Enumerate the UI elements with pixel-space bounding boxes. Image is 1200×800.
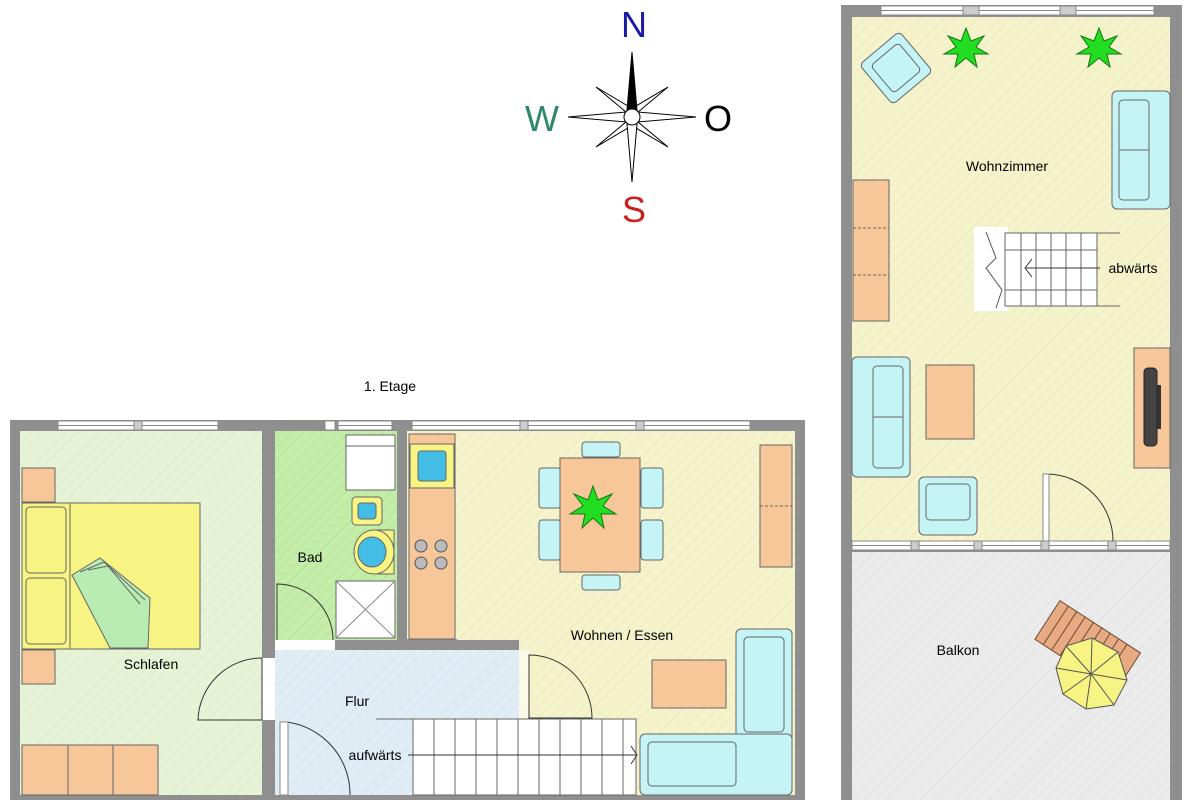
bed <box>21 467 201 685</box>
label-schlafen: Schlafen <box>124 656 178 672</box>
dining-table <box>538 441 664 591</box>
door-wohnen <box>528 654 593 719</box>
label-stairs-up: aufwärts <box>349 747 402 763</box>
windows-right-top <box>880 5 1155 16</box>
label-wohnzimmer: Wohnzimmer <box>966 158 1049 174</box>
door-balkon <box>1046 473 1114 542</box>
door-schlafen <box>197 657 263 721</box>
label-balkon: Balkon <box>937 642 980 658</box>
corner-sofa <box>639 628 793 796</box>
sofa-right <box>1111 90 1171 210</box>
parasol <box>1055 637 1128 710</box>
table-wohnzimmer <box>925 364 975 440</box>
stairs-up <box>376 718 638 796</box>
plant-wohnzimmer-2 <box>1075 26 1123 69</box>
armchair-top <box>860 32 932 104</box>
floor-title: 1. Etage <box>364 378 416 394</box>
door-flur <box>286 721 351 796</box>
coffee-table <box>651 659 727 709</box>
sofa-left-lower <box>851 356 911 478</box>
windows-right-balcony <box>851 540 1171 551</box>
compass-north-label: N <box>621 4 647 45</box>
bathroom-fixtures <box>335 434 396 639</box>
compass-east-label: O <box>704 98 732 139</box>
compass-rose <box>567 51 697 183</box>
windows-left <box>57 420 751 431</box>
label-bad: Bad <box>298 549 323 565</box>
door-bad <box>276 583 334 641</box>
plant-dining <box>568 484 618 530</box>
stairs-down <box>974 227 1120 311</box>
shelf-wohnzimmer <box>852 179 890 322</box>
compass-south-label: S <box>622 189 646 230</box>
dresser <box>21 744 159 796</box>
label-stairs-down: abwärts <box>1108 260 1157 276</box>
plant-wohnzimmer-1 <box>942 26 990 69</box>
armchair-bottom <box>918 476 978 536</box>
kitchen-counter <box>408 433 456 640</box>
label-wohnen-essen: Wohnen / Essen <box>571 627 673 643</box>
tv-cabinet <box>1133 347 1171 469</box>
compass-west-label: W <box>525 98 559 139</box>
label-flur: Flur <box>345 693 369 709</box>
